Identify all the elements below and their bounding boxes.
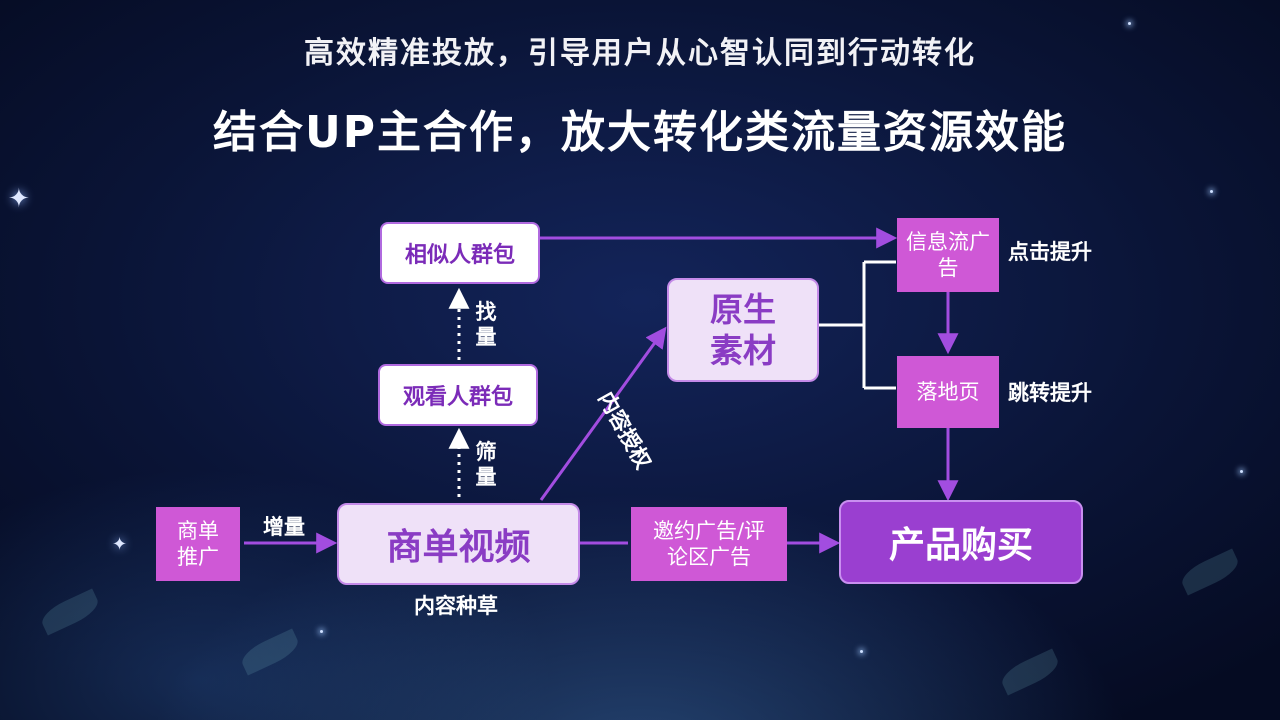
label-increment: 增量	[263, 515, 305, 539]
node-commercial-promo: 商单推广	[156, 507, 240, 581]
label-content-seeding: 内容种草	[414, 594, 498, 618]
star-decoration	[320, 630, 323, 633]
node-landing-page: 落地页	[897, 356, 999, 428]
butterfly-icon: ✦	[112, 534, 128, 555]
butterfly-icon: ✦	[8, 184, 30, 214]
label-find: 找量	[475, 300, 497, 350]
star-decoration	[1128, 22, 1131, 25]
page-subtitle: 高效精准投放，引导用户从心智认同到行动转化	[304, 36, 976, 71]
star-decoration	[1240, 470, 1243, 473]
label-jump-boost: 跳转提升	[1008, 381, 1092, 405]
arrow-authorization	[539, 326, 667, 501]
page-title: 结合UP主合作，放大转化类流量资源效能	[213, 107, 1067, 158]
label-click-boost: 点击提升	[1008, 240, 1092, 264]
node-product-purchase: 产品购买	[839, 500, 1083, 584]
node-feed-ad: 信息流广告	[897, 218, 999, 292]
bracket-native-to-outlets	[818, 260, 896, 390]
label-filter: 筛量	[475, 440, 497, 490]
node-invite-ad: 邀约广告/评论区广告	[631, 507, 787, 581]
node-native-material: 原生素材	[667, 278, 819, 382]
node-commercial-video: 商单视频	[337, 503, 580, 585]
node-viewing-audience: 观看人群包	[378, 364, 538, 426]
star-decoration	[860, 650, 863, 653]
star-decoration	[1210, 190, 1213, 193]
node-similar-audience: 相似人群包	[380, 222, 540, 284]
